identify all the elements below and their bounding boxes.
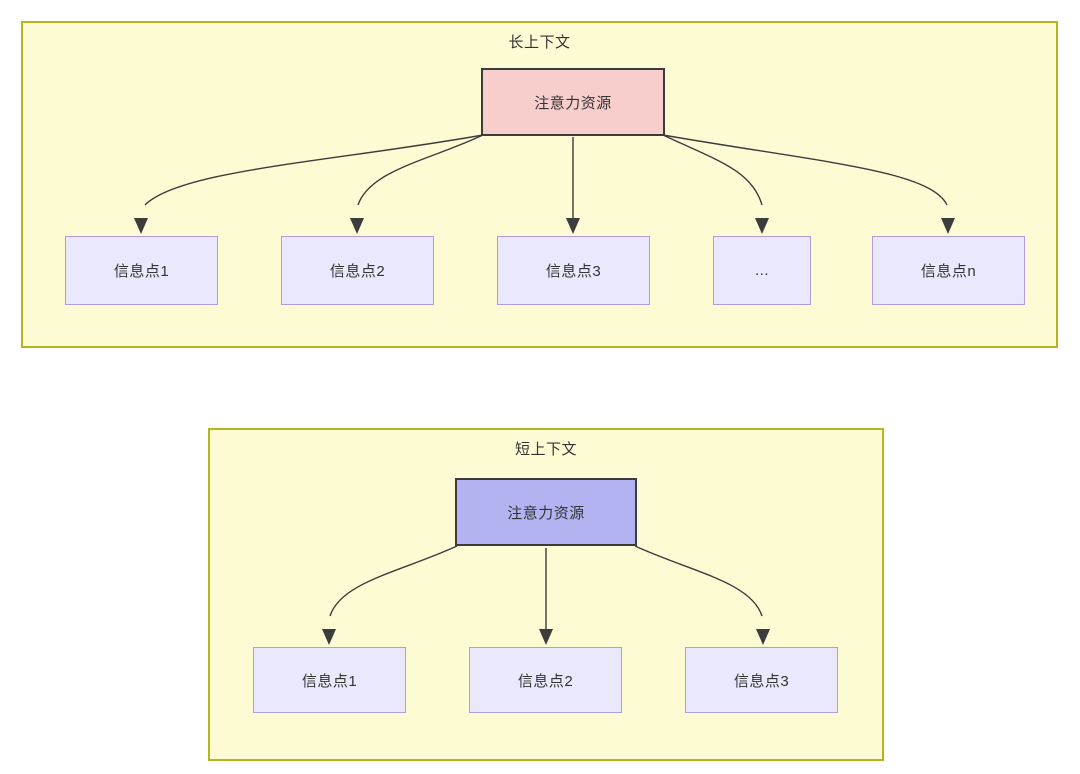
node-attention-resource-short[interactable]: 注意力资源 (455, 478, 637, 546)
node-info-point-short-1[interactable]: 信息点1 (253, 647, 406, 713)
node-attention-resource-short-label: 注意力资源 (507, 504, 585, 522)
node-info-point-long-ellipsis[interactable]: ... (713, 236, 811, 305)
node-info-point-long-1[interactable]: 信息点1 (65, 236, 218, 305)
node-info-point-long-3[interactable]: 信息点3 (497, 236, 650, 305)
node-info-point-short-3-label: 信息点3 (733, 672, 790, 690)
node-info-point-long-2[interactable]: 信息点2 (281, 236, 434, 305)
node-info-point-long-n[interactable]: 信息点n (872, 236, 1025, 305)
node-attention-resource-long-label: 注意力资源 (534, 94, 612, 112)
node-info-point-long-2-label: 信息点2 (329, 263, 386, 280)
panel-long-context-title: 长上下文 (508, 34, 571, 51)
node-info-point-short-3[interactable]: 信息点3 (685, 647, 838, 713)
node-attention-resource-long[interactable]: 注意力资源 (481, 68, 665, 136)
node-info-point-short-2[interactable]: 信息点2 (469, 647, 622, 713)
node-info-point-long-n-label: 信息点n (920, 263, 977, 280)
node-info-point-long-1-label: 信息点1 (113, 263, 170, 280)
node-info-point-short-2-label: 信息点2 (517, 672, 574, 690)
node-info-point-long-3-label: 信息点3 (545, 263, 602, 280)
node-info-point-short-1-label: 信息点1 (301, 672, 358, 690)
node-info-point-long-ellipsis-label: ... (754, 262, 769, 279)
panel-short-context-title: 短上下文 (514, 441, 577, 458)
